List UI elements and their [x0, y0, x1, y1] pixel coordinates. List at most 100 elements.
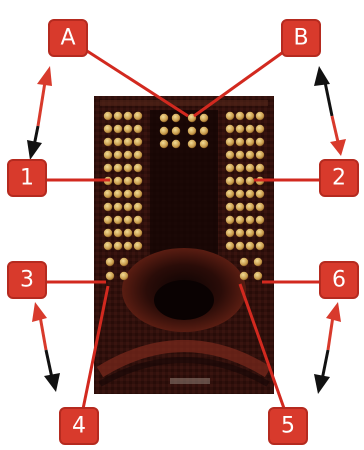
solder-pad [103, 111, 113, 121]
solder-pad [225, 189, 235, 199]
solder-pad [159, 126, 169, 136]
solder-pad [103, 241, 113, 251]
callout-label-6: 6 [319, 261, 359, 299]
solder-pad [225, 150, 235, 160]
solder-pad [159, 139, 169, 149]
solder-pad [133, 202, 143, 212]
solder-pad [225, 202, 235, 212]
solder-pad [235, 150, 245, 160]
solder-pad [225, 176, 235, 186]
solder-pad [113, 215, 123, 225]
solder-pad [103, 189, 113, 199]
solder-pad [133, 215, 143, 225]
solder-pad [235, 228, 245, 238]
callout-label-2: 2 [319, 159, 359, 197]
solder-pad [123, 150, 133, 160]
solder-pad [225, 137, 235, 147]
arrow-bottom-left [32, 302, 60, 392]
solder-pad [225, 163, 235, 173]
solder-pad [255, 163, 265, 173]
solder-pad [245, 202, 255, 212]
arrow-top-right [314, 66, 346, 156]
solder-pad [123, 202, 133, 212]
solder-pad [133, 189, 143, 199]
solder-pad [123, 111, 133, 121]
solder-pad [255, 228, 265, 238]
solder-pad [245, 137, 255, 147]
solder-pad [113, 241, 123, 251]
callout-label-a: A [48, 19, 88, 57]
solder-pad [245, 111, 255, 121]
callout-label-4: 4 [59, 407, 99, 445]
solder-pad [225, 215, 235, 225]
callout-label-5: 5 [268, 407, 308, 445]
callout-label-3: 3 [7, 261, 47, 299]
callout-label-3-text: 3 [20, 268, 34, 293]
solder-pad [245, 176, 255, 186]
solder-pad [199, 139, 209, 149]
leader-line-5 [238, 283, 288, 415]
solder-pad [123, 241, 133, 251]
solder-pad [123, 163, 133, 173]
callout-label-a-text: A [60, 26, 75, 51]
solder-pad [123, 176, 133, 186]
solder-pad [245, 215, 255, 225]
solder-pad [187, 139, 197, 149]
solder-pad [133, 124, 143, 134]
solder-pad [113, 189, 123, 199]
solder-pad [103, 163, 113, 173]
solder-pad [199, 126, 209, 136]
leader-line-a [69, 38, 189, 118]
solder-pads [103, 111, 265, 281]
callout-label-4-text: 4 [72, 414, 86, 439]
arrow-bottom-right [314, 302, 341, 394]
callout-label-6-text: 6 [332, 268, 346, 293]
solder-pad [133, 176, 143, 186]
callout-label-1: 1 [7, 159, 47, 197]
solder-pad [245, 189, 255, 199]
solder-pad [103, 228, 113, 238]
solder-pad [105, 271, 115, 281]
solder-pad [113, 163, 123, 173]
solder-pad [119, 257, 129, 267]
solder-pad [255, 241, 265, 251]
solder-pad [123, 124, 133, 134]
solder-pad [253, 257, 263, 267]
solder-pad [225, 241, 235, 251]
solder-pad [133, 241, 143, 251]
solder-pad [245, 163, 255, 173]
solder-pad [255, 137, 265, 147]
solder-pad [199, 113, 209, 123]
solder-pad [239, 257, 249, 267]
solder-pad [235, 176, 245, 186]
callout-label-1-text: 1 [20, 166, 34, 191]
solder-pad [133, 111, 143, 121]
solder-pad [133, 137, 143, 147]
solder-pad [171, 113, 181, 123]
solder-pad [123, 189, 133, 199]
solder-pad [113, 137, 123, 147]
solder-pad [123, 137, 133, 147]
arrow-top-left [27, 66, 52, 160]
solder-pad [255, 124, 265, 134]
solder-pad [245, 150, 255, 160]
solder-pad [235, 124, 245, 134]
solder-pad [123, 215, 133, 225]
solder-pad [239, 271, 249, 281]
callout-label-2-text: 2 [332, 166, 346, 191]
solder-pad [255, 202, 265, 212]
solder-pad [113, 150, 123, 160]
callout-label-b: B [281, 19, 321, 57]
solder-pad [159, 113, 169, 123]
solder-pad [225, 111, 235, 121]
solder-pad [113, 202, 123, 212]
solder-pad [123, 228, 133, 238]
solder-pad [235, 189, 245, 199]
leader-lines [44, 38, 322, 415]
solder-pad [225, 228, 235, 238]
leader-line-4 [80, 285, 110, 415]
solder-pad [255, 189, 265, 199]
solder-pad [255, 150, 265, 160]
solder-pad [105, 257, 115, 267]
